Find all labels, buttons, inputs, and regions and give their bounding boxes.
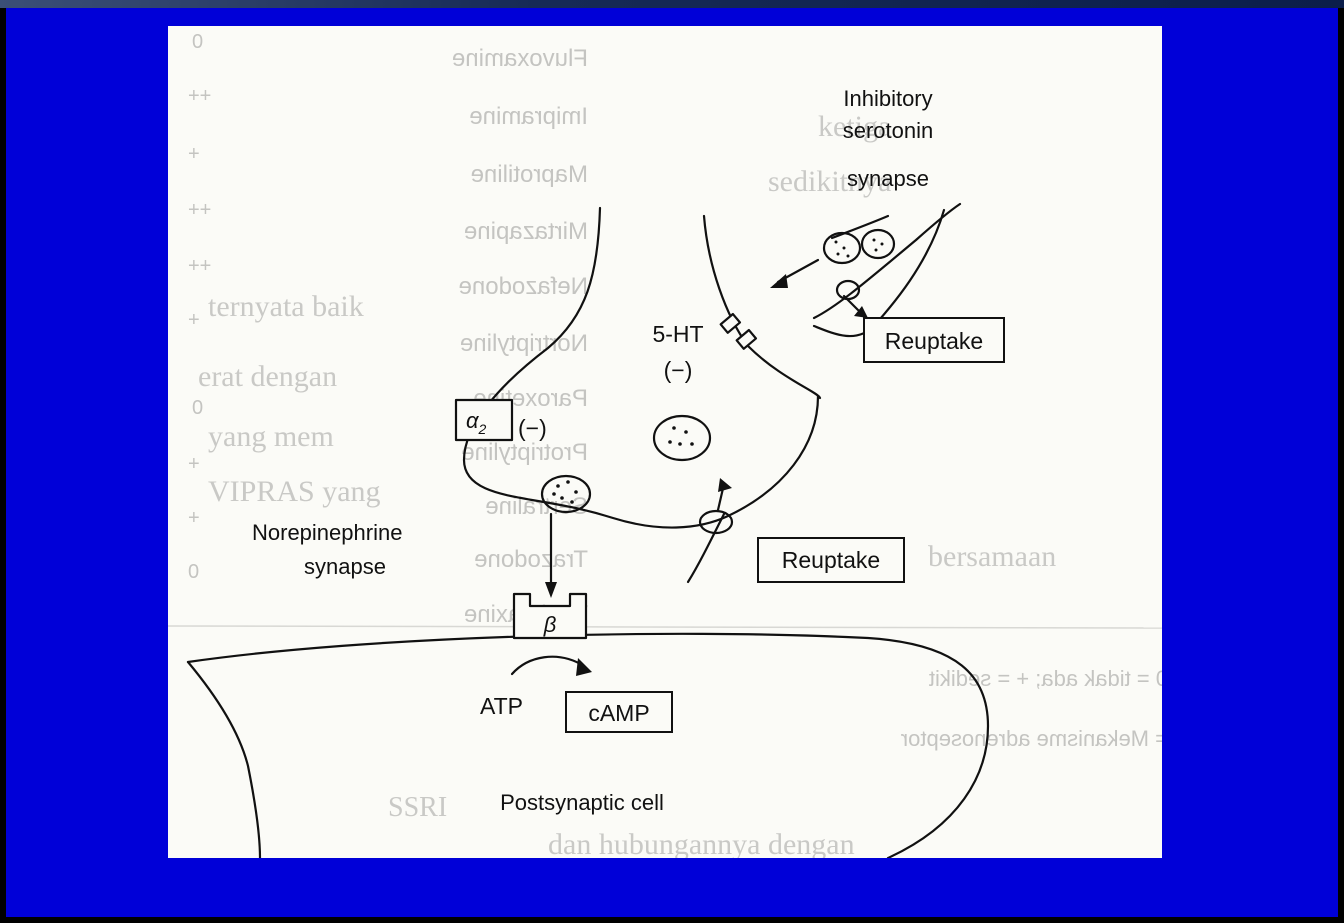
ghost-drug-2: Imipramine [469,103,588,130]
ghost-symbol-7: 0 [192,397,203,419]
ghost-symbol-3: + [188,143,200,165]
ghost-symbol-4: ++ [188,199,211,221]
inhibitory-vesicle-2 [862,230,894,258]
postsynaptic-membrane-left [188,662,260,858]
norepinephrine-label-line1: Norepinephrine [252,520,402,545]
ghost-line-3: ternyata baik [208,290,364,323]
reuptake-top-label: Reuptake [885,328,983,354]
5ht-label: 5-HT [652,321,703,347]
ghost-legend-1: 0 = tidak ada; + = sedikit [929,666,1162,691]
ghost-symbol-6: + [188,309,200,331]
ghost-line-5: yang mem [208,420,334,453]
inhibitory-vesicle-1 [824,233,860,263]
ghost-legend-2: = Mekanisme adrenoseptor [901,726,1162,751]
atp-label: ATP [480,693,523,719]
synapse-diagram: Fluvoxamine Imipramine Maprotiline Mirta… [168,26,1162,858]
inhibitory-arrow-head [770,274,788,288]
ghost-drug-5: Nefazodone [459,273,588,300]
ghost-line-6: VIPRAS yang [208,475,381,508]
inhibitory-label-line2: serotonin [843,118,934,143]
inhibitory-terminal-stub [832,216,888,238]
ghost-symbol-10: 0 [188,561,199,583]
ghost-line-9: dan hubungannya dengan [548,828,855,858]
norepinephrine-terminal-membrane [464,208,818,528]
ghost-symbol-5: ++ [188,255,211,277]
alpha-sign: (−) [518,415,547,441]
postsynaptic-cell-label: Postsynaptic cell [500,790,664,815]
inhibitory-label-line3: synapse [847,166,929,191]
ghost-symbol-8: + [188,453,200,475]
ghost-drug-6: Nortriptyline [460,330,588,357]
ghost-line-7: bersamaan [928,540,1056,573]
bottom-reuptake-arrow-head [718,478,732,492]
beta-receptor-label: β [543,612,557,637]
inhibitory-label-line1: Inhibitory [843,86,932,111]
postsynaptic-membrane-right [188,634,988,858]
inhibitory-terminal-upper [814,204,960,318]
ghost-rule-line [168,626,1162,628]
alpha-subscript: 2 [478,421,487,437]
ghost-drug-4: Mirtazapine [464,218,588,245]
vesicle-dots [552,239,883,504]
ghost-symbol-9: + [188,507,200,529]
norepinephrine-label-line2: synapse [304,554,386,579]
release-arrow-head [545,582,557,598]
bleed-through-text: Fluvoxamine Imipramine Maprotiline Mirta… [168,31,1162,858]
ghost-drug-3: Maprotiline [471,161,588,188]
ghost-drug-8: Protriptyline [461,439,588,466]
ghost-drug-1: Fluvoxamine [452,45,588,72]
ghost-drug-10: Trazodone [474,546,588,573]
serotonin-axon-membrane [704,216,820,398]
slide-top-bar [0,0,1344,8]
serotonin-vesicle [654,416,710,460]
ghost-symbol-1: 0 [192,31,203,53]
reuptake-bottom-label: Reuptake [782,547,880,573]
atp-camp-arrow-head [576,658,592,676]
scanned-diagram-panel: Fluvoxamine Imipramine Maprotiline Mirta… [168,26,1162,858]
ghost-line-4: erat dengan [198,360,337,393]
atp-camp-arrow-curve [512,657,584,674]
5ht-sign: (−) [664,357,693,383]
ghost-line-8: SSRI [388,792,447,823]
arrow-heads [545,274,868,676]
ghost-symbol-2: ++ [188,85,211,107]
camp-label: cAMP [588,700,649,726]
